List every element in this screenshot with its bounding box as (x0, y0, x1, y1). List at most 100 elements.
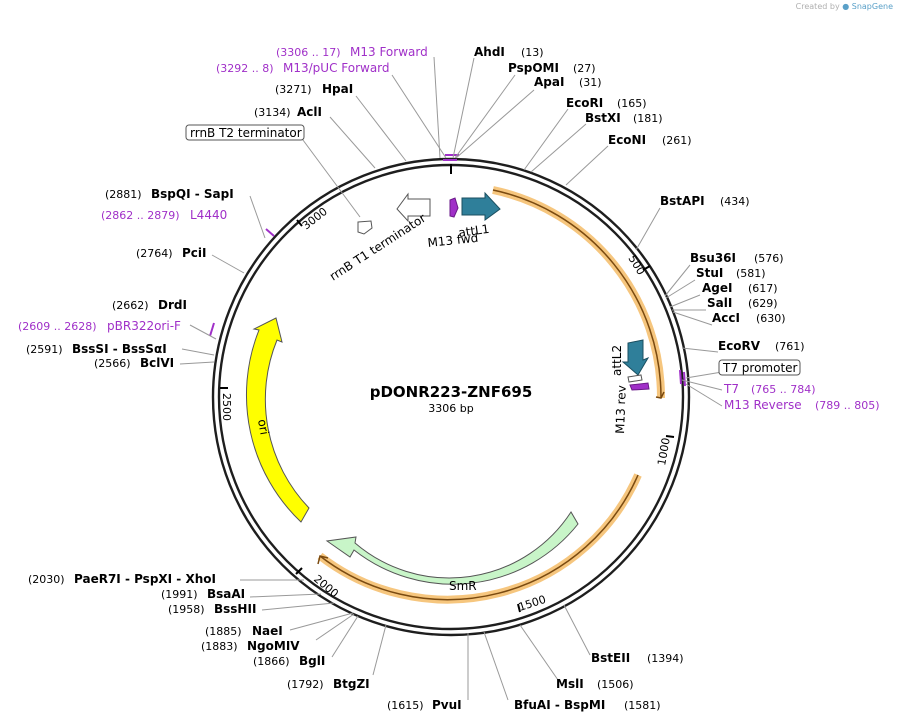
rrnb-t1-label: rrnB T1 terminator (327, 211, 428, 284)
m13-fwd-label: M13 fwd (427, 231, 479, 250)
enzyme-bsssi-bsssai[interactable]: BssSI - BssSαI (72, 342, 167, 356)
enzyme-bsu36i-position: (576) (754, 252, 784, 265)
t7-promoter-label-box (718, 359, 801, 376)
m13-puc-forward-label[interactable]: M13/pUC Forward (283, 61, 390, 75)
enzyme-hpai-position: (3271) (275, 83, 312, 96)
t7-primer-bar (679, 369, 682, 385)
highlight-arc-upper-right-arrowhead (655, 391, 665, 399)
m13-puc-forward-position: (3292 .. 8) (216, 62, 274, 75)
enzyme-bgli-position: (1866) (253, 655, 290, 668)
t7-primer-position: (765 .. 784) (751, 383, 816, 396)
enzyme-ahdi[interactable]: AhdI (474, 45, 505, 59)
snapgene-logo-icon: ● (842, 2, 850, 11)
attl2-label: attL2 (610, 345, 624, 376)
enzyme-pvui[interactable]: PvuI (432, 698, 462, 712)
enzyme-econi[interactable]: EcoNI (608, 133, 646, 147)
highlight-arc-bottom-arrowhead (317, 555, 329, 565)
enzyme-pcii-position: (2764) (136, 247, 173, 260)
enzyme-ngomiv-position: (1883) (201, 640, 238, 653)
tick-mark-500 (642, 265, 651, 271)
enzyme-drdi[interactable]: DrdI (158, 298, 187, 312)
enzyme-sali[interactable]: SalI (707, 296, 732, 310)
enzyme-stui-position: (581) (736, 267, 766, 280)
enzyme-pspomi-position: (27) (573, 62, 596, 75)
enzyme-msli[interactable]: MslI (556, 677, 584, 691)
enzyme-bstxi[interactable]: BstXI (585, 111, 621, 125)
tick-label-1000: 1000 (655, 437, 673, 467)
enzyme-pcii[interactable]: PciI (182, 246, 207, 260)
enzyme-ecori[interactable]: EcoRI (566, 96, 603, 110)
m13-reverse-primer-bar (683, 371, 686, 387)
highlight-arc-bottom-line (319, 474, 639, 601)
t7-promoter-label[interactable]: T7 promoter (722, 361, 798, 375)
enzyme-msli-position: (1506) (597, 678, 634, 691)
enzyme-bclvi-position: (2566) (94, 357, 131, 370)
enzyme-ahdi-position: (13) (521, 46, 544, 59)
leader-lines (179, 56, 723, 701)
enzyme-pspomi[interactable]: PspOMI (508, 61, 559, 75)
m13-reverse-label[interactable]: M13 Reverse (724, 398, 802, 412)
rrnb-t2-label[interactable]: rrnB T2 terminator (190, 126, 302, 140)
enzyme-agei-position: (617) (748, 282, 778, 295)
enzyme-bsaai-position: (1991) (161, 588, 198, 601)
enzyme-ecorv-position: (761) (775, 340, 805, 353)
m13-forward-label[interactable]: M13 Forward (350, 45, 428, 59)
rrnb-t2-label-box (185, 124, 305, 141)
enzyme-btgzi[interactable]: BtgZI (333, 677, 370, 691)
enzyme-bgli[interactable]: BglI (299, 654, 325, 668)
enzyme-apai-position: (31) (579, 76, 602, 89)
enzyme-hpai[interactable]: HpaI (322, 82, 353, 96)
enzyme-bsteii[interactable]: BstEII (591, 651, 630, 665)
enzyme-acli[interactable]: AclI (297, 105, 322, 119)
enzyme-bsu36i[interactable]: Bsu36I (690, 251, 736, 265)
enzyme-bsssi-bsssai-position: (2591) (26, 343, 63, 356)
m13-reverse-position: (789 .. 805) (815, 399, 880, 412)
enzyme-btgzi-position: (1792) (287, 678, 324, 691)
tick-mark-1000 (665, 435, 675, 438)
enzyme-econi-position: (261) (662, 134, 692, 147)
snapgene-credit: Created by ● SnapGene (796, 2, 893, 11)
enzyme-stui[interactable]: StuI (696, 266, 723, 280)
enzyme-bsaai[interactable]: BsaAI (207, 587, 245, 601)
plasmid-name: pDONR223-ZNF695 (370, 383, 533, 401)
enzyme-bfuai-bspmi[interactable]: BfuAI - BspMI (514, 698, 605, 712)
attl1-feature-arrow (461, 191, 501, 221)
enzyme-agei[interactable]: AgeI (702, 281, 732, 295)
l4440-label[interactable]: L4440 (190, 208, 227, 222)
enzyme-apai[interactable]: ApaI (534, 75, 564, 89)
tick-mark-2000 (295, 567, 303, 575)
pbr322ori-f-label[interactable]: pBR322ori-F (107, 319, 181, 333)
enzyme-bspqi-sapi[interactable]: BspQI - SapI (151, 187, 234, 201)
m13-rev-label: M13 rev (613, 385, 629, 434)
ori-feature-arrow (245, 317, 310, 523)
m13-rev-feature-arrow (629, 382, 650, 391)
enzyme-bstapi[interactable]: BstAPI (660, 194, 705, 208)
enzyme-acli-position: (3134) (254, 106, 291, 119)
plasmid-size: 3306 bp (428, 402, 473, 415)
pbr322ori-f-position: (2609 .. 2628) (18, 320, 97, 333)
tick-label-2500: 2500 (220, 393, 233, 421)
enzyme-acci[interactable]: AccI (712, 311, 740, 325)
enzyme-bstxi-position: (181) (633, 112, 663, 125)
enzyme-paer7i-pspxi-xhoi[interactable]: PaeR7I - PspXI - XhoI (74, 572, 216, 586)
enzyme-drdi-position: (2662) (112, 299, 149, 312)
enzyme-ecori-position: (165) (617, 97, 647, 110)
m13-forward-position: (3306 .. 17) (276, 46, 341, 59)
enzyme-pvui-position: (1615) (387, 699, 424, 712)
l4440-position: (2862 .. 2879) (101, 209, 180, 222)
enzyme-bclvi[interactable]: BclVI (140, 356, 174, 370)
credit-prefix: Created by (795, 2, 840, 11)
t7-primer-label[interactable]: T7 (723, 382, 739, 396)
enzyme-paer7i-pspxi-xhoi-position: (2030) (28, 573, 65, 586)
enzyme-ecorv[interactable]: EcoRV (718, 339, 761, 353)
enzyme-naei[interactable]: NaeI (252, 624, 283, 638)
enzyme-bsteii-position: (1394) (647, 652, 684, 665)
enzyme-bsshii[interactable]: BssHII (214, 602, 256, 616)
rrnb-t2-feature-arrow (396, 192, 431, 223)
tick-mark-3000 (296, 219, 303, 227)
enzyme-bspqi-sapi-position: (2881) (105, 188, 142, 201)
credit-brand: SnapGene (851, 2, 893, 11)
enzyme-ngomiv[interactable]: NgoMIV (247, 639, 300, 653)
attl2-feature-arrow (621, 339, 650, 376)
